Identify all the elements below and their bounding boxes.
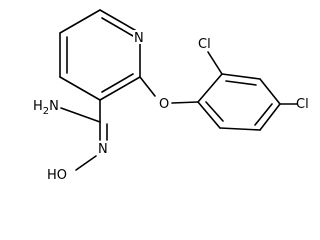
- bond-c3-c2: [99, 76, 141, 101]
- bond-c4p-c5p: [259, 103, 281, 131]
- bond-n1-c6-inner: [101, 17, 134, 37]
- bond-c1p-c2p: [197, 73, 223, 103]
- chloro-ortho-label: Cl: [198, 37, 211, 52]
- dichlorophenyl-ring: [197, 51, 298, 131]
- bond-c4p-c5p-inner: [254, 103, 273, 126]
- bond-c4-c3: [59, 76, 101, 101]
- hydroxyl-label: HO: [47, 168, 67, 183]
- chloro-para-label: Cl: [296, 97, 309, 112]
- amidine-imine-nitrogen-label: N: [98, 142, 108, 157]
- bond-oxygen-c1-prime: [171, 101, 199, 104]
- bond-c3p-c4p: [259, 78, 281, 105]
- bond-c6p-c1p-inner: [205, 101, 224, 122]
- bond-amidine-carbon-nh2: [60, 107, 101, 123]
- chemical-structure-diagram: N Cl Cl O H2N N HO: [33, 9, 309, 183]
- ether-linkage: [139, 76, 199, 104]
- ether-oxygen-label: O: [159, 97, 169, 112]
- ring-nitrogen-label: N: [134, 31, 144, 46]
- bond-c5p-c6p: [219, 127, 261, 131]
- bond-n1-c6: [99, 9, 141, 34]
- bond-c2p-c3p-inner: [225, 80, 257, 86]
- ring-nitrogen-label-bg: [133, 30, 147, 44]
- amidoxime-group: [60, 99, 108, 171]
- bond-c2-oxygen: [139, 76, 156, 97]
- bond-c3-c2-inner: [101, 73, 134, 93]
- pyridine-ring: [59, 9, 141, 101]
- amidine-amine-label: H2N: [33, 99, 59, 117]
- atom-labels: N Cl Cl O H2N N HO: [33, 30, 309, 183]
- bond-c2p-c3p: [221, 73, 261, 80]
- bond-imine-nitrogen-oxygen: [75, 155, 97, 171]
- bond-c6-c5: [59, 9, 101, 34]
- bond-c6p-c1p: [197, 101, 221, 129]
- bond-c2p-chlorine: [207, 51, 223, 75]
